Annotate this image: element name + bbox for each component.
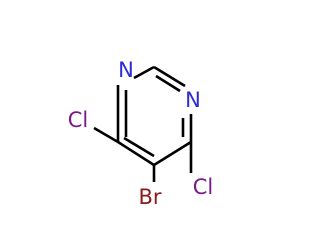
bond-c6-cl [93,126,119,144]
bond-c2-n3-inner [155,74,181,93]
atom-br: Br [138,185,161,209]
structure-svg: N N Cl Br Cl [68,58,214,209]
molecule-diagram: N N Cl Br Cl [67,58,214,209]
bond-c5-c6 [117,140,155,167]
atom-n-top: N [118,58,134,82]
atom-cl-right: Cl [193,175,214,199]
bond-c4-c5 [153,140,192,167]
atom-n-right: N [185,88,201,112]
atom-cl-left: Cl [68,108,89,132]
bond-n1-c2 [133,65,155,80]
bond-c2-n3 [153,65,186,88]
bond-c5-c6-inner [123,136,155,158]
